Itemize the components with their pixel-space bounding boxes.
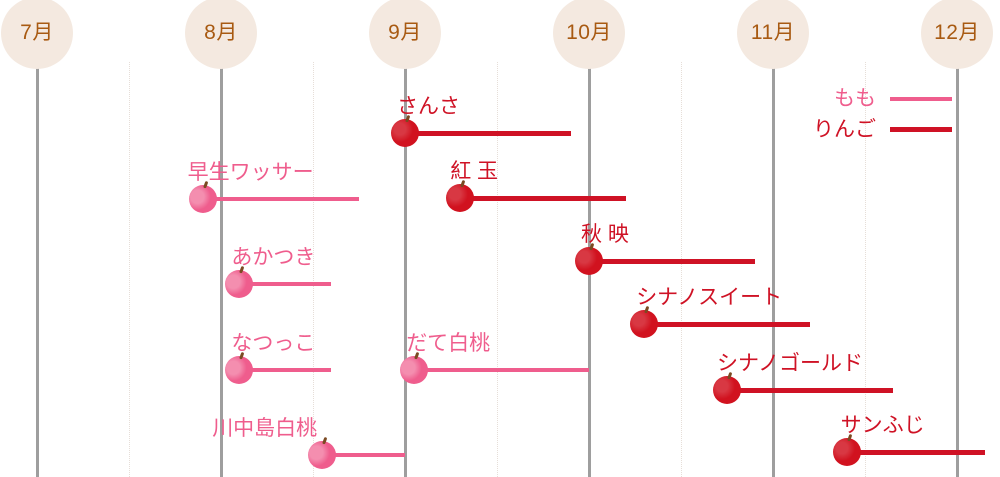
month-gridline-12: [955, 62, 959, 477]
legend: ももりんご: [813, 88, 952, 140]
month-bubble-12: 12月: [921, 0, 993, 69]
series-label: サンふじ: [840, 414, 925, 437]
minor-gridline: [680, 62, 683, 477]
legend-item[interactable]: もも: [834, 88, 952, 109]
series-label: なつっこ: [231, 332, 316, 355]
legend-label: りんご: [813, 118, 876, 141]
month-gridline-11: [771, 62, 775, 477]
peach-marker-icon[interactable]: [308, 436, 337, 469]
apple-marker-icon[interactable]: [630, 305, 659, 338]
series-bar[interactable]: [202, 197, 359, 201]
series-bar[interactable]: [322, 453, 405, 457]
month-bubble-label: 9月: [388, 20, 422, 44]
peach-marker-icon[interactable]: [188, 180, 217, 213]
minor-gridline: [312, 62, 315, 477]
month-bubble-label: 10月: [566, 20, 612, 44]
peach-marker-icon[interactable]: [225, 265, 254, 298]
month-bubble-label: 8月: [204, 20, 238, 44]
legend-item[interactable]: りんご: [813, 119, 952, 140]
apple-marker-icon[interactable]: [446, 179, 475, 212]
series-bar[interactable]: [405, 130, 571, 136]
apple-marker-icon[interactable]: [832, 433, 861, 466]
series-label: さんさ: [397, 95, 460, 118]
apple-marker-icon[interactable]: [713, 371, 741, 404]
legend-swatch: [890, 127, 952, 132]
minor-gridline: [128, 62, 131, 477]
series-label: 川中島白桃: [212, 417, 318, 440]
month-bubble-label: 7月: [20, 20, 54, 44]
legend-label: もも: [834, 87, 876, 110]
month-bubble-7: 7月: [1, 0, 73, 69]
month-bubble-11: 11月: [737, 0, 809, 69]
minor-gridline: [496, 62, 499, 477]
month-gridline-7: [35, 62, 39, 477]
month-bubble-label: 11月: [750, 20, 796, 44]
series-label: だて白桃: [406, 332, 491, 355]
month-gridline-9: [403, 62, 407, 477]
series-label: 早生ワッサー: [187, 161, 314, 184]
series-label: シナノスイート: [636, 286, 783, 309]
month-bubble-9: 9月: [369, 0, 441, 69]
series-bar[interactable]: [846, 449, 985, 455]
month-bubble-10: 10月: [553, 0, 625, 69]
series-label: 秋 映: [581, 223, 629, 246]
minor-gridline: [864, 62, 867, 477]
month-bubble-8: 8月: [185, 0, 257, 69]
apple-marker-icon[interactable]: [391, 114, 419, 147]
apple-marker-icon[interactable]: [575, 242, 603, 275]
series-bar[interactable]: [460, 195, 626, 201]
fruit-stem-icon: [322, 436, 328, 445]
series-label: シナノゴールド: [717, 352, 863, 375]
series-bar[interactable]: [589, 258, 755, 264]
series-bar[interactable]: [644, 321, 810, 327]
series-bar[interactable]: [727, 387, 893, 393]
series-bar[interactable]: [239, 282, 332, 286]
series-bar[interactable]: [239, 368, 332, 372]
peach-marker-icon[interactable]: [400, 351, 429, 384]
month-bubble-label: 12月: [934, 20, 980, 44]
series-bar[interactable]: [414, 368, 589, 372]
peach-marker-icon[interactable]: [225, 351, 254, 384]
series-label: 紅 玉: [450, 160, 499, 183]
legend-swatch: [890, 96, 952, 101]
month-gridline-8: [219, 62, 223, 477]
series-label: あかつき: [231, 246, 316, 269]
